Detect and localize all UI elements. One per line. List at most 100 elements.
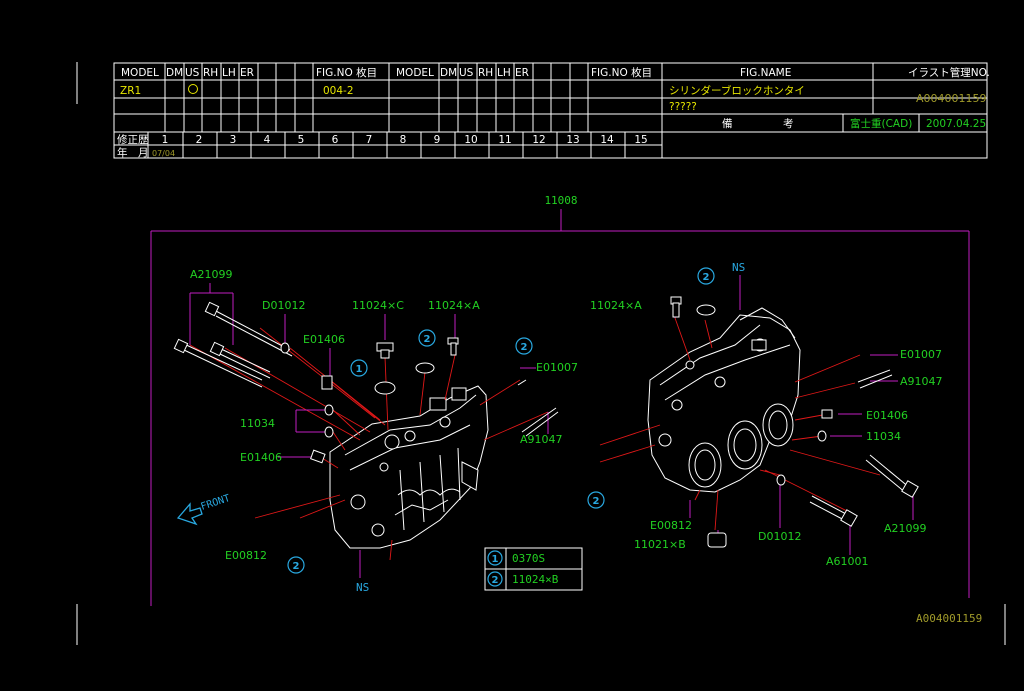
us-circle-mark — [188, 84, 198, 94]
er-header: ER — [240, 67, 254, 79]
left-small-parts — [173, 301, 559, 464]
title-block-text: MODEL DM US RH LH ER FIG.NO 枚目 MODEL DM … — [117, 66, 990, 159]
revision-number: 8 — [400, 134, 407, 146]
frame-ticks — [76, 62, 1006, 645]
revision-number: 12 — [532, 134, 545, 146]
title-block — [113, 62, 988, 159]
callout-2-mid-right-num: 2 — [593, 496, 600, 507]
callout-2-top-right-num: 2 — [703, 272, 710, 283]
lh-header-2: LH — [497, 67, 511, 79]
fig-name-header: FIG.NAME — [740, 67, 791, 79]
label-11024c-left: 11024×C — [352, 299, 404, 312]
revision-number: 11 — [498, 134, 511, 146]
callout-legend: 1 2 0370S 11024×B — [484, 547, 583, 591]
year-month-label: 年 月 — [117, 146, 149, 159]
revision-date: 07/04 — [152, 149, 175, 158]
label-d01012-right: D01012 — [758, 530, 801, 543]
legend-part-2: 11024×B — [512, 573, 559, 586]
revision-number: 7 — [366, 134, 373, 146]
model-header-2: MODEL — [396, 67, 434, 79]
us-header-2: US — [459, 67, 474, 79]
remarks-label-2: 考 — [783, 118, 794, 130]
label-11021b-right: 11021×B — [634, 538, 686, 551]
assembly-bracket — [150, 209, 970, 606]
label-e01406-top-left: E01406 — [303, 333, 345, 346]
fig-name-value-1: シリンダーブロックホンタイ — [669, 84, 805, 97]
footer-illustration-code: A004001159 — [916, 612, 982, 625]
callout-2-top-left-num: 2 — [424, 334, 431, 345]
label-a21099-left: A21099 — [190, 268, 233, 281]
callout-2-top-right — [697, 267, 715, 285]
callout-1-left-num: 1 — [356, 364, 363, 375]
illust-no-value: A004001159 — [916, 92, 987, 105]
callout-2-top-center-num: 2 — [521, 342, 528, 353]
revision-number: 3 — [230, 134, 237, 146]
callout-2-bottom-left — [287, 556, 305, 574]
dm-header-2: DM — [440, 67, 457, 79]
revision-number: 4 — [264, 134, 271, 146]
label-e00812-right: E00812 — [650, 519, 692, 532]
callout-1-left — [350, 359, 368, 377]
label-d01012-left: D01012 — [262, 299, 305, 312]
label-a61001-right: A61001 — [826, 555, 869, 568]
maker-value: 富士重(CAD) — [850, 117, 912, 130]
revision-number: 5 — [298, 134, 305, 146]
legend-num-2: 2 — [492, 575, 499, 586]
label-ns-right: NS — [732, 261, 745, 274]
callout-2-top-left — [418, 329, 436, 347]
rh-header-2: RH — [478, 67, 493, 79]
illust-no-header: イラスト管理NO. — [908, 66, 990, 79]
dm-header: DM — [166, 67, 183, 79]
label-a21099-right: A21099 — [884, 522, 927, 535]
label-ns-left: NS — [356, 581, 369, 594]
revision-number: 10 — [464, 134, 477, 146]
label-a91047-left: A91047 — [520, 433, 563, 446]
callout-circles — [287, 267, 715, 574]
right-cylinder-block — [647, 307, 801, 493]
right-part-labels: 11024×A E01007 A91047 E01406 11034 A2109… — [590, 299, 943, 568]
date-value: 2007.04.25 — [926, 118, 986, 130]
label-e01007-right: E01007 — [900, 348, 942, 361]
label-e01406-right: E01406 — [866, 409, 908, 422]
assembly-number: 11008 — [544, 194, 577, 207]
fig-no-header: FIG.NO 枚目 — [316, 66, 377, 79]
legend-num-1: 1 — [492, 554, 499, 565]
fig-no-value: 004-2 — [323, 85, 354, 97]
er-header-2: ER — [515, 67, 529, 79]
legend-part-1: 0370S — [512, 552, 545, 565]
revision-number: 14 — [600, 134, 614, 146]
callout-numbers: 1 2 2 2 2 2 — [293, 272, 710, 572]
revision-number: 6 — [332, 134, 339, 146]
label-e01406-bottom-left: E01406 — [240, 451, 282, 464]
lh-header: LH — [222, 67, 236, 79]
revision-label: 修正歴 — [117, 133, 149, 146]
revision-number: 2 — [196, 134, 203, 146]
rh-header: RH — [203, 67, 218, 79]
fig-name-value-2: ????? — [669, 101, 697, 113]
left-cylinder-block — [329, 385, 489, 549]
callout-brackets — [189, 275, 914, 578]
revision-number: 15 — [634, 134, 647, 146]
callout-2-mid-right — [587, 491, 605, 509]
model-value: ZR1 — [120, 85, 141, 97]
label-e00812-left: E00812 — [225, 549, 267, 562]
remarks-label-1: 備 — [722, 117, 733, 130]
label-11024a-right: 11024×A — [590, 299, 642, 312]
right-small-parts — [670, 296, 919, 548]
revision-number: 9 — [434, 134, 441, 146]
label-a91047-right: A91047 — [900, 375, 943, 388]
revision-number: 1 — [162, 134, 169, 146]
revision-number: 13 — [566, 134, 579, 146]
label-e01007-left: E01007 — [536, 361, 578, 374]
us-header: US — [185, 67, 200, 79]
model-header: MODEL — [121, 67, 159, 79]
fig-no-header-2: FIG.NO 枚目 — [591, 66, 652, 79]
callout-2-bottom-left-num: 2 — [293, 561, 300, 572]
label-11034-left: 11034 — [240, 417, 275, 430]
left-part-labels: A21099 D01012 11024×C 11024×A E01406 E01… — [190, 268, 578, 562]
callout-2-top-center — [515, 337, 533, 355]
label-11024a-left: 11024×A — [428, 299, 480, 312]
